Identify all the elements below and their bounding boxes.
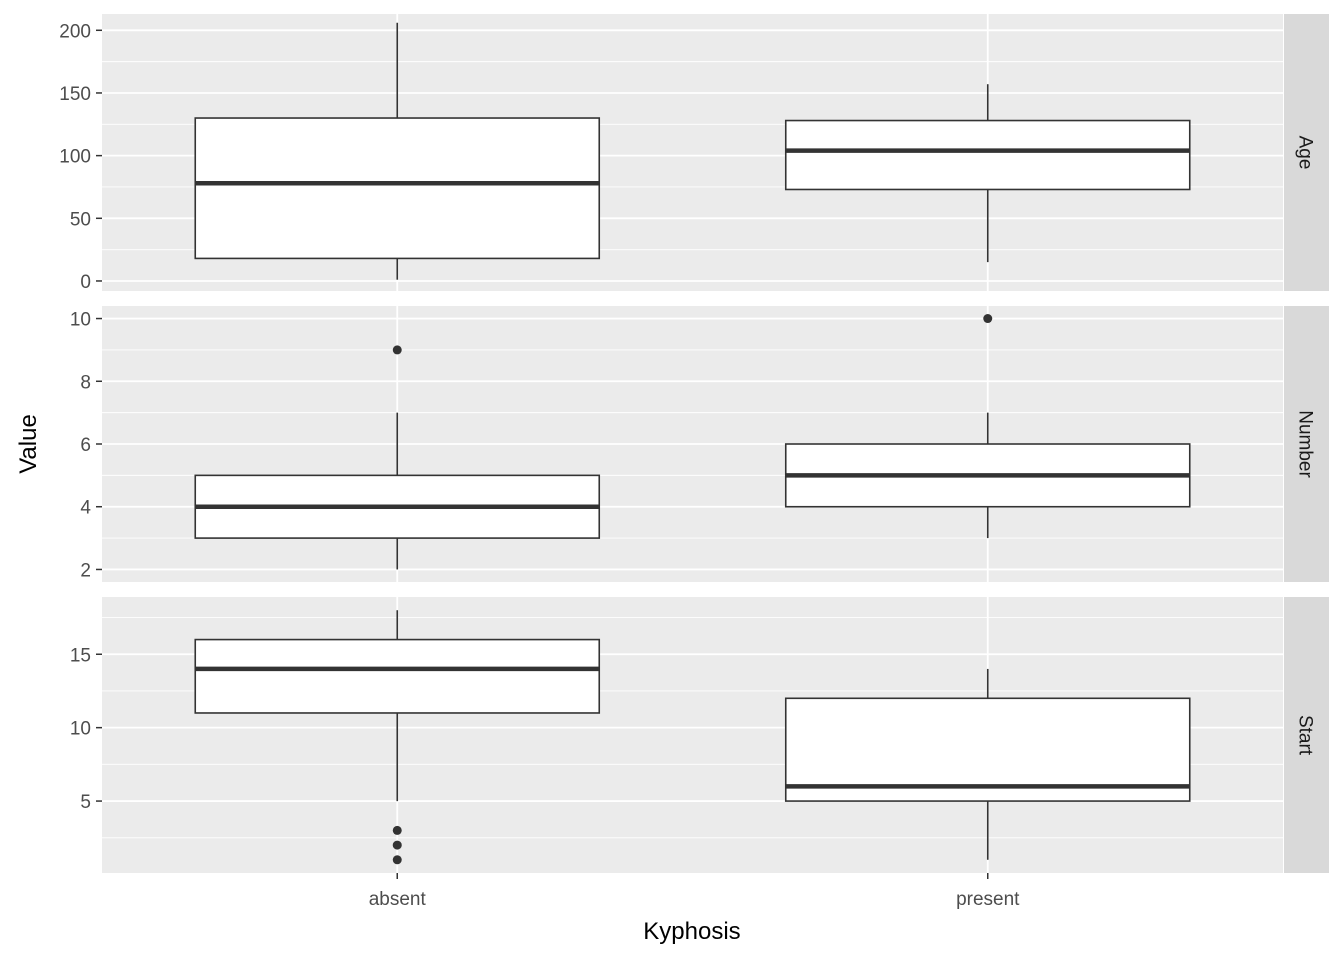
box-absent bbox=[194, 22, 601, 280]
y-tick-label: 5 bbox=[80, 792, 91, 813]
y-tick-label: 200 bbox=[59, 21, 91, 42]
y-tick-label: 4 bbox=[80, 498, 91, 519]
box-present bbox=[784, 314, 1191, 539]
y-tick-label: 8 bbox=[80, 372, 91, 393]
y-tick-label: 15 bbox=[70, 645, 91, 666]
box-body bbox=[194, 117, 601, 260]
strip-label-number: Number bbox=[1295, 410, 1316, 478]
x-axis: absent present bbox=[369, 873, 1020, 910]
box-absent bbox=[194, 345, 601, 570]
y-tick-label: 0 bbox=[80, 272, 91, 293]
outlier-point bbox=[983, 314, 993, 324]
outlier-point bbox=[392, 825, 402, 835]
box-body bbox=[194, 638, 601, 714]
box-body bbox=[784, 697, 1191, 802]
box-absent bbox=[194, 610, 601, 865]
strip-background bbox=[1284, 597, 1329, 873]
y-axis-title: Value bbox=[15, 414, 42, 474]
y-tick-label: 10 bbox=[70, 719, 91, 740]
y-tick-label: 6 bbox=[80, 435, 91, 456]
x-tick-label-absent: absent bbox=[369, 889, 427, 910]
y-tick-label: 150 bbox=[59, 84, 91, 105]
y-tick-label: 2 bbox=[80, 560, 91, 581]
strip-label-start: Start bbox=[1295, 715, 1316, 756]
y-tick-label: 10 bbox=[70, 310, 91, 331]
outlier-point bbox=[392, 855, 402, 865]
outlier-point bbox=[392, 840, 402, 850]
box-present bbox=[784, 668, 1191, 860]
box-body bbox=[784, 119, 1191, 191]
y-tick-label: 100 bbox=[59, 147, 91, 168]
box-present bbox=[784, 84, 1191, 263]
strip-label-age: Age bbox=[1295, 136, 1316, 170]
strip-background bbox=[1284, 14, 1329, 291]
x-tick-label-present: present bbox=[956, 889, 1020, 910]
strip-background bbox=[1284, 306, 1329, 582]
x-axis-title: Kyphosis bbox=[643, 918, 740, 945]
y-tick-label: 50 bbox=[70, 209, 91, 230]
outlier-point bbox=[392, 345, 402, 355]
